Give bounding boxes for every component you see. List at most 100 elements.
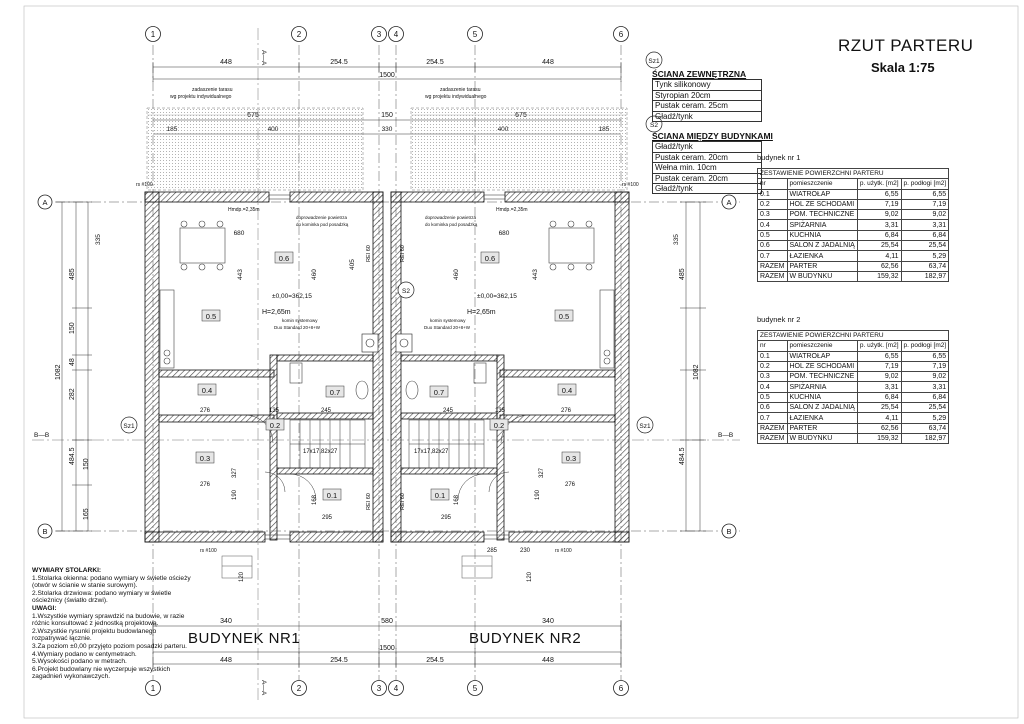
table-cell: 9,02 xyxy=(900,209,950,221)
dim-label: 245 xyxy=(321,408,332,414)
legend-layer: Wełna min. 10cm xyxy=(652,162,762,173)
room-label: 0.3 xyxy=(566,454,576,463)
dim-label: 340 xyxy=(220,618,232,625)
table-cell: 6,55 xyxy=(900,350,950,362)
table-header: ZESTAWIENIE POWIERZCHNI PARTERU xyxy=(756,329,950,342)
building-2-walls xyxy=(390,191,630,543)
table-cell: 63,74 xyxy=(900,422,950,434)
dim-label: 230 xyxy=(520,548,531,554)
table-cell: 6,55 xyxy=(856,350,902,362)
axis-label: 3 xyxy=(377,30,382,39)
height-min-note: Hmdp.=2,35m xyxy=(496,207,528,213)
chimneys xyxy=(361,333,413,353)
table-cell: W BUDYNKU xyxy=(786,432,858,445)
room-label: 0.5 xyxy=(559,312,569,321)
col-header: pomieszczenie xyxy=(786,340,858,352)
dim-label: 340 xyxy=(542,618,554,625)
table-cell: SALON Z JADALNIĄ xyxy=(786,240,858,252)
table-cell: PARTER xyxy=(786,422,858,434)
drawing-scale: Skala 1:75 xyxy=(871,60,935,75)
table-cell: 9,02 xyxy=(856,209,902,221)
dim-label: 48 xyxy=(69,358,76,366)
dim-label: 276 xyxy=(561,408,572,414)
room-label: 0.6 xyxy=(485,254,495,263)
dim-label: 276 xyxy=(200,408,211,414)
chimney-note: Duo Standard 20+8+W xyxy=(274,325,321,330)
air-note: doprowadzenie powietrza xyxy=(425,215,477,220)
terrace-roof-right xyxy=(410,107,628,191)
dim-label: 580 xyxy=(381,618,393,625)
table-cell: 6,84 xyxy=(900,229,950,242)
table-cell: 3,31 xyxy=(856,381,902,393)
table-cell: 6,55 xyxy=(856,188,902,200)
table-cell: 159,32 xyxy=(856,270,902,283)
dim-label: 484.5 xyxy=(69,447,76,465)
chimney-note: komin systemowy xyxy=(430,318,466,323)
terrace-roof-left xyxy=(146,107,364,191)
height-label: H=2,65m xyxy=(467,309,496,316)
table-caption: budynek nr 2 xyxy=(757,315,801,324)
dim-label: 120 xyxy=(239,571,245,582)
entrance-steps xyxy=(221,555,493,579)
table-cell: 4,11 xyxy=(856,412,902,424)
dim-label: 190 xyxy=(232,489,238,500)
bathroom-fixtures xyxy=(289,362,487,400)
table-cell: 0.4 xyxy=(757,381,788,393)
dim-label: 335 xyxy=(95,234,102,245)
table-cell: 25,54 xyxy=(856,240,902,252)
table-cell: 0.2 xyxy=(757,198,788,211)
table-cell: 9,02 xyxy=(900,371,950,383)
axis-label: 1 xyxy=(151,684,156,693)
dim-label: 168 xyxy=(454,494,460,505)
col-header: p. podłogi [m2] xyxy=(900,178,950,190)
room-label: 0.7 xyxy=(434,388,444,397)
table-cell: KUCHNIA xyxy=(786,391,858,404)
table-header: ZESTAWIENIE POWIERZCHNI PARTERU xyxy=(756,167,950,180)
table-cell: 0.4 xyxy=(757,219,788,231)
col-header: nr xyxy=(757,178,788,190)
building-2-name: BUDYNEK NR2 xyxy=(469,630,582,647)
dim-label: 485 xyxy=(69,268,76,280)
dim-label: 460 xyxy=(453,269,460,280)
table-cell: POM. TECHNICZNE xyxy=(786,209,858,221)
doors xyxy=(244,414,530,501)
dim-label: 443 xyxy=(237,269,244,280)
rs-note: rs #100 xyxy=(622,182,639,188)
dim-label: 680 xyxy=(499,230,510,237)
table-cell: 6,84 xyxy=(900,391,950,404)
stairs-building-2 xyxy=(408,419,485,469)
legend-title: ŚCIANA MIĘDZY BUDYNKAMI xyxy=(652,131,773,141)
dim-label: 276 xyxy=(565,482,576,488)
room-numbers xyxy=(195,251,581,501)
axis-label: 5 xyxy=(473,30,478,39)
rs-note: rs #100 xyxy=(555,548,572,554)
dim-label: 448 xyxy=(220,59,232,66)
roof-note: zadaszenie tarasu xyxy=(192,87,233,93)
dim-label: 460 xyxy=(311,269,318,280)
dim-label: 285 xyxy=(487,548,498,554)
table-cell: 3,31 xyxy=(856,219,902,231)
wall-tag: Sz1 xyxy=(639,423,651,430)
axis-bubbles-top: 1 2 3 4 5 6 xyxy=(145,26,629,42)
sheet-frame xyxy=(23,5,1019,719)
dim-label: 276 xyxy=(200,482,211,488)
dim-label: 254.5 xyxy=(426,657,444,664)
table-cell: 9,02 xyxy=(856,371,902,383)
roof-note: wg projektu indywidualnego xyxy=(170,94,232,100)
bottom-dimension-lines xyxy=(152,620,622,668)
dining-table-2 xyxy=(548,220,595,271)
col-header: p. użytk. [m2] xyxy=(856,178,902,190)
table-cell: 159,32 xyxy=(856,432,902,445)
dim-label: 120 xyxy=(527,571,533,582)
dim-label: 330 xyxy=(382,126,393,133)
dim-label: 485 xyxy=(679,268,686,280)
room-label: 0.3 xyxy=(200,454,210,463)
